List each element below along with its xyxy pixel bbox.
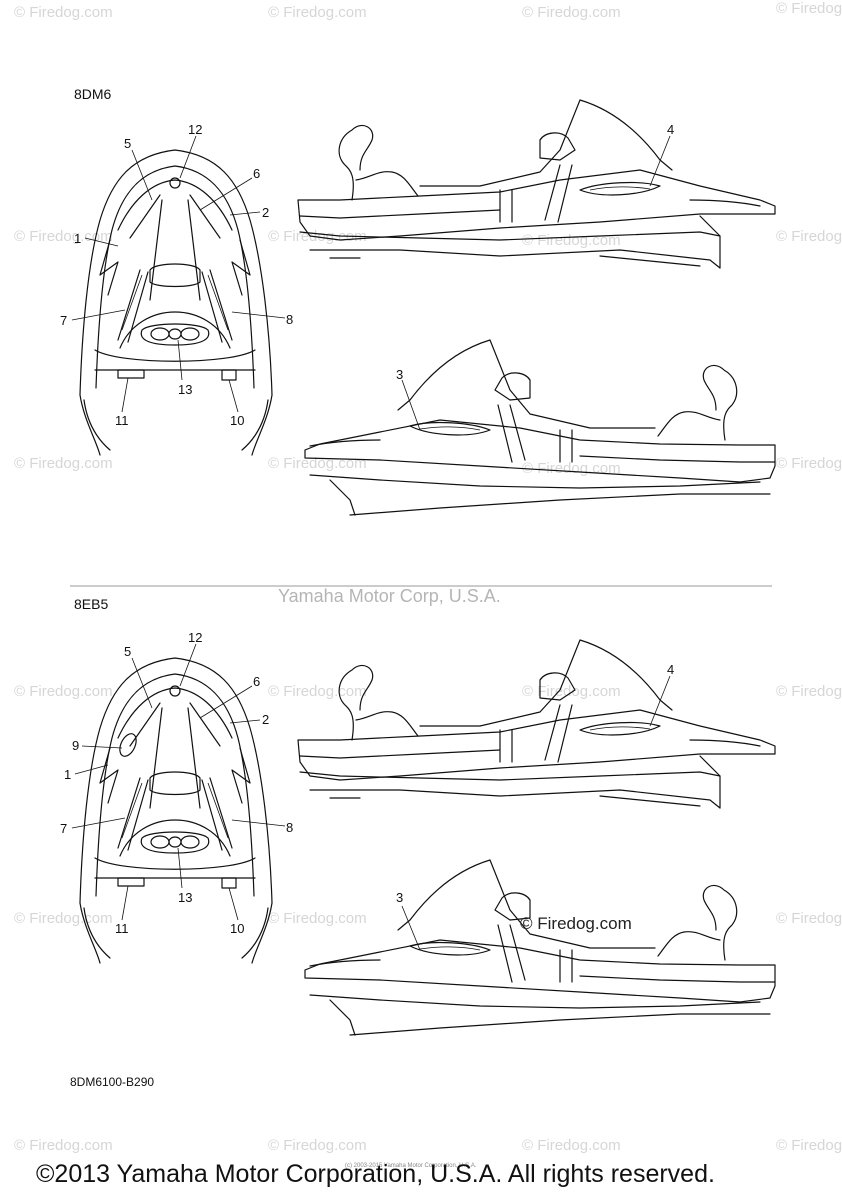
model-code: 8EB5 — [74, 596, 109, 612]
callout-label: 9 — [72, 738, 80, 753]
callout-label: 4 — [667, 122, 675, 137]
fine-print: (c) 2003-2015 Yamaha Motor Corporation, … — [345, 1163, 477, 1169]
callout-label: 3 — [396, 367, 404, 382]
callout-label: 2 — [262, 712, 270, 727]
watermark: © Firedog.com — [14, 4, 113, 21]
watermark: © Firedog.com — [522, 1137, 621, 1154]
center-watermark: Yamaha Motor Corp, U.S.A. — [278, 586, 501, 606]
watermark: © Firedog.com — [268, 683, 367, 700]
watermark: © Firedog.com — [14, 228, 113, 245]
callout-label: 1 — [64, 767, 72, 782]
callout-label: 10 — [230, 413, 245, 428]
callout-label: 2 — [262, 205, 270, 220]
callout-label: 6 — [253, 166, 261, 181]
watermark: © Firedog.com — [776, 0, 842, 17]
callout-label: 5 — [124, 644, 132, 659]
callout-label: 13 — [178, 382, 193, 397]
watermark: © Firedog.com — [14, 1137, 113, 1154]
watermark: © Firedog.com — [14, 910, 113, 927]
firedog-mark: © Firedog.com — [520, 914, 632, 933]
callout-label: 12 — [188, 630, 203, 645]
watermark: © Firedog.com — [268, 1137, 367, 1154]
callout-label: 4 — [667, 662, 675, 677]
callout-label: 7 — [60, 313, 68, 328]
watermark: © Firedog.com — [776, 683, 842, 700]
callout-label: 6 — [253, 674, 261, 689]
watermark: © Firedog.com — [522, 683, 621, 700]
callout-label: 11 — [115, 413, 129, 428]
watermark: © Firedog.com — [522, 4, 621, 21]
watermark: © Firedog.com — [14, 455, 113, 472]
callout-label: 5 — [124, 136, 132, 151]
callout-label: 10 — [230, 921, 245, 936]
callout-label: 12 — [188, 122, 203, 137]
watermark: © Firedog.com — [268, 910, 367, 927]
part-number: 8DM6100-B290 — [70, 1075, 155, 1089]
callout-label: 8 — [286, 820, 294, 835]
callout-label: 8 — [286, 312, 294, 327]
callout-label: 1 — [74, 231, 82, 246]
watermark: © Firedog.com — [776, 228, 842, 245]
watermark: © Firedog.com — [776, 455, 842, 472]
copyright-footer: ©2013 Yamaha Motor Corporation, U.S.A. A… — [36, 1160, 715, 1188]
watermark: © Firedog.com — [776, 910, 842, 927]
callout-label: 7 — [60, 821, 68, 836]
watermark: © Firedog.com — [14, 683, 113, 700]
callout-label: 13 — [178, 890, 193, 905]
callout-label: 11 — [115, 921, 129, 936]
callout-label: 3 — [396, 890, 404, 905]
watermark: © Firedog.com — [268, 4, 367, 21]
model-code: 8DM6 — [74, 86, 112, 102]
watermark: © Firedog.com — [776, 1137, 842, 1154]
